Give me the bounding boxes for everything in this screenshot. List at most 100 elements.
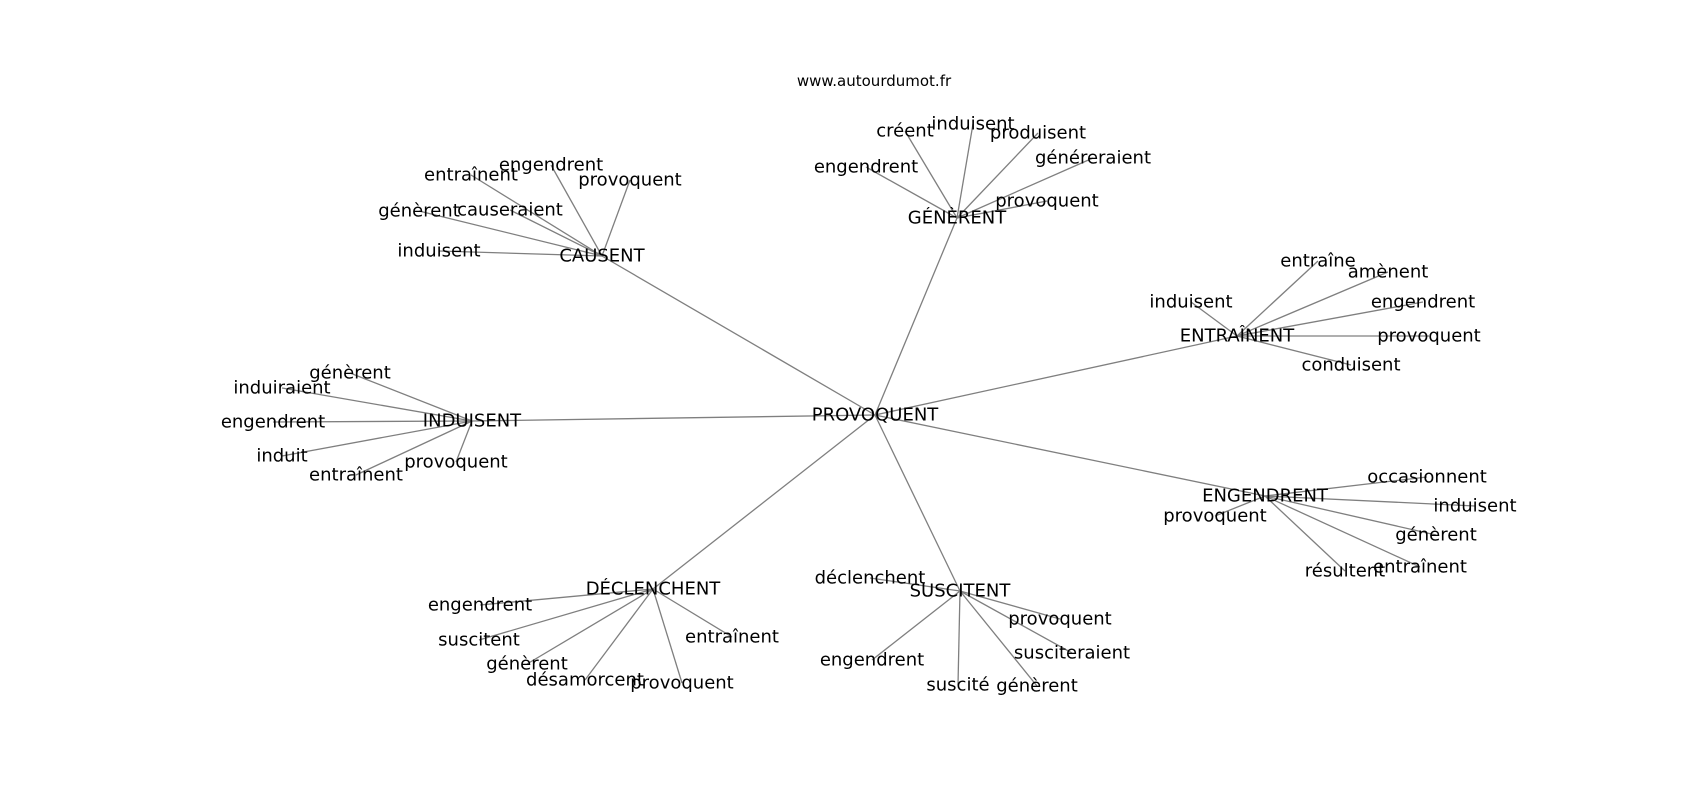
edge-generent-genereraient: [956, 157, 1094, 219]
edge-engendrent-provoquent: [1214, 495, 1266, 517]
edge-induisent-induiraient: [281, 387, 473, 422]
leaf-node-suscitent-declenchent[interactable]: déclenchent: [815, 568, 926, 589]
edge-center-causent: [601, 255, 876, 416]
edge-center-declenchent: [652, 414, 876, 590]
edge-declenchent-desamorcent: [584, 588, 654, 681]
leaf-node-declenchent-suscitent[interactable]: suscitent: [438, 630, 520, 651]
edge-center-generent: [874, 217, 958, 416]
leaf-node-generent-genereraient[interactable]: généreraient: [1035, 148, 1151, 169]
leaf-node-engendrent-provoquent[interactable]: provoquent: [1163, 506, 1266, 527]
leaf-node-entrainent-entraine[interactable]: entraîne: [1280, 251, 1355, 272]
leaf-node-declenchent-generent[interactable]: génèrent: [486, 654, 568, 675]
edge-generent-induisent: [956, 123, 974, 219]
edge-generent-produisent: [956, 132, 1039, 219]
leaf-node-generent-provoquent[interactable]: provoquent: [995, 191, 1098, 212]
leaf-node-entrainent-engendrent[interactable]: engendrent: [1371, 292, 1475, 313]
leaf-node-declenchent-entrainent[interactable]: entraînent: [685, 627, 779, 648]
center-node-provoquent[interactable]: PROVOQUENT: [812, 405, 940, 426]
leaf-node-engendrent-entrainent[interactable]: entraînent: [1373, 557, 1467, 578]
leaf-node-generent-produisent[interactable]: produisent: [990, 123, 1086, 144]
leaf-node-suscitent-suscite[interactable]: suscité: [926, 675, 989, 696]
edges: [272, 123, 1476, 687]
leaf-node-causent-provoquent[interactable]: provoquent: [578, 170, 681, 191]
edge-entrainent-entraine: [1236, 260, 1319, 337]
leaf-node-entrainent-provoquent[interactable]: provoquent: [1377, 326, 1480, 347]
leaf-node-causent-causeraient[interactable]: causeraient: [457, 200, 563, 221]
edge-causent-causeraient: [509, 209, 603, 257]
edge-declenchent-suscitent: [478, 588, 654, 641]
labels: PROVOQUENTGÉNÈRENTcréentinduisentproduis…: [221, 114, 1517, 697]
leaf-node-entrainent-conduisent[interactable]: conduisent: [1301, 355, 1400, 376]
leaf-node-engendrent-induisent[interactable]: induisent: [1433, 496, 1516, 517]
edge-causent-provoquent: [601, 179, 631, 257]
leaf-node-induisent-provoquent[interactable]: provoquent: [404, 452, 507, 473]
leaf-node-suscitent-susciteraient[interactable]: susciteraient: [1014, 643, 1130, 664]
hub-node-engendrent[interactable]: ENGENDRENT: [1202, 486, 1329, 507]
leaf-node-declenchent-desamorcent[interactable]: désamorcent: [526, 670, 644, 691]
leaf-node-suscitent-engendrent[interactable]: engendrent: [820, 650, 924, 671]
leaf-node-causent-induisent[interactable]: induisent: [397, 241, 480, 262]
leaf-node-declenchent-provoquent[interactable]: provoquent: [630, 673, 733, 694]
leaf-node-engendrent-resultent[interactable]: résultent: [1305, 561, 1385, 582]
edge-center-engendrent: [874, 414, 1266, 497]
edge-entrainent-induisent: [1190, 301, 1238, 337]
hub-node-suscitent[interactable]: SUSCITENT: [910, 581, 1012, 602]
edge-causent-induisent: [438, 250, 603, 257]
edge-declenchent-generent: [526, 588, 654, 665]
edge-induisent-engendrent: [272, 420, 473, 423]
edge-entrainent-conduisent: [1236, 335, 1352, 366]
edge-center-entrainent: [874, 335, 1238, 416]
leaf-node-suscitent-generent[interactable]: génèrent: [996, 676, 1078, 697]
edge-engendrent-occasionnent: [1264, 476, 1428, 497]
hub-node-generent[interactable]: GÉNÈRENT: [908, 207, 1008, 229]
edge-suscitent-generent: [959, 590, 1038, 687]
edge-generent-creent: [904, 130, 958, 219]
edge-engendrent-entrainent: [1264, 495, 1421, 568]
edge-entrainent-amenent: [1236, 271, 1389, 337]
leaf-node-declenchent-engendrent[interactable]: engendrent: [428, 595, 532, 616]
edge-center-induisent: [471, 414, 876, 422]
edge-declenchent-engendrent: [479, 588, 654, 606]
edge-center-suscitent: [874, 414, 961, 592]
edge-engendrent-resultent: [1264, 495, 1346, 572]
hub-node-entrainent[interactable]: ENTRAÎNENT: [1180, 325, 1296, 347]
leaf-node-induisent-induiraient[interactable]: induiraient: [233, 378, 330, 399]
leaf-node-entrainent-induisent[interactable]: induisent: [1149, 292, 1232, 313]
edge-suscitent-engendrent: [871, 590, 961, 661]
edge-generent-engendrent: [865, 166, 958, 219]
leaf-node-induisent-entrainent[interactable]: entraînent: [309, 465, 403, 486]
leaf-node-entrainent-amenent[interactable]: amènent: [1348, 262, 1429, 283]
edge-engendrent-generent: [1264, 495, 1437, 536]
leaf-node-induisent-engendrent[interactable]: engendrent: [221, 412, 325, 433]
leaf-node-induisent-generent[interactable]: génèrent: [309, 363, 391, 384]
leaf-node-engendrent-generent[interactable]: génèrent: [1395, 525, 1477, 546]
edge-declenchent-entrainent: [652, 588, 733, 638]
leaf-node-engendrent-occasionnent[interactable]: occasionnent: [1367, 467, 1487, 488]
leaf-node-causent-engendrent[interactable]: engendrent: [499, 155, 603, 176]
leaf-node-causent-entrainent[interactable]: entraînent: [424, 165, 518, 186]
leaf-node-suscitent-provoquent[interactable]: provoquent: [1008, 609, 1111, 630]
source-url: www.autourdumot.fr: [796, 72, 952, 90]
leaf-node-generent-engendrent[interactable]: engendrent: [814, 157, 918, 178]
leaf-node-induisent-induit[interactable]: induit: [256, 446, 307, 467]
edge-induisent-entrainent: [355, 420, 473, 476]
edge-induisent-generent: [349, 372, 473, 422]
edge-causent-entrainent: [470, 174, 603, 257]
edge-causent-generent: [418, 210, 603, 257]
hub-node-declenchent[interactable]: DÉCLENCHENT: [586, 578, 722, 600]
edge-suscitent-suscite: [957, 590, 961, 686]
edge-suscitent-declenchent: [869, 577, 961, 592]
edge-declenchent-provoquent: [652, 588, 683, 684]
edge-suscitent-susciteraient: [959, 590, 1073, 654]
edge-generent-provoquent: [956, 200, 1048, 219]
edge-suscitent-provoquent: [959, 590, 1061, 620]
edge-induisent-provoquent: [455, 420, 473, 463]
leaf-node-generent-induisent[interactable]: induisent: [931, 114, 1014, 135]
hub-node-induisent[interactable]: INDUISENT: [423, 411, 522, 432]
leaf-node-causent-generent[interactable]: génèrent: [378, 201, 460, 222]
leaf-node-generent-creent[interactable]: créent: [876, 121, 934, 142]
edge-entrainent-engendrent: [1236, 301, 1424, 337]
edge-induisent-induit: [281, 420, 473, 457]
hub-node-causent[interactable]: CAUSENT: [559, 246, 645, 267]
